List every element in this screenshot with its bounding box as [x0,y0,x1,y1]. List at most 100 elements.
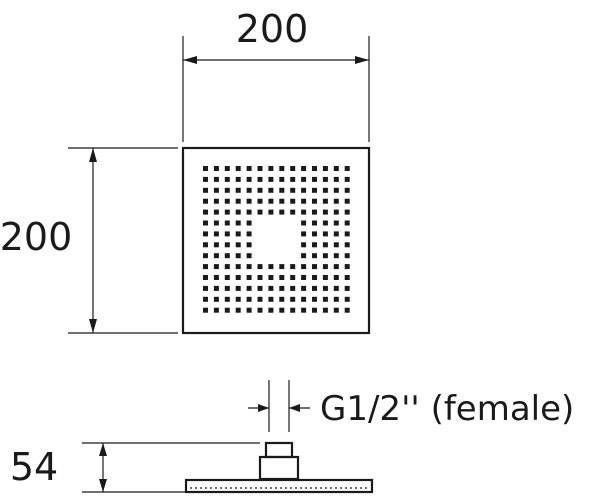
nozzle [235,176,241,182]
nozzle [224,176,230,182]
nozzle [246,285,252,291]
nozzle [344,231,350,237]
nozzle [213,209,219,215]
nozzle [246,231,252,237]
connection-arrow-left [258,404,269,412]
height-dimension-label: 200 [0,215,72,259]
nozzle [344,187,350,193]
nozzle [213,176,219,182]
nozzle [279,307,285,313]
nozzle [301,275,307,280]
nozzle [246,242,252,248]
nozzle [246,187,252,193]
nozzle [213,220,219,226]
nozzle [301,253,307,259]
nozzle [224,275,230,280]
nozzle [224,242,230,248]
nozzle [344,275,350,280]
nozzle [235,285,241,291]
nozzle [224,209,230,215]
nozzle [344,166,350,171]
nozzle [246,176,252,182]
nozzle [333,307,339,313]
nozzle [322,253,328,259]
nozzle [224,166,230,171]
nozzle [290,275,296,280]
shower-head-plate [184,478,374,494]
nozzle [344,220,350,226]
nozzle [344,242,350,248]
nozzle [279,264,285,270]
nozzle [333,220,339,226]
nozzle [224,231,230,237]
nozzle [246,264,252,270]
nozzle [333,285,339,291]
nozzle [301,187,307,193]
nozzle [312,187,317,193]
nozzle [203,220,208,226]
nozzle [312,176,317,182]
nozzle [268,176,274,182]
side-height-arrow-top [99,443,107,456]
nozzle [322,220,328,226]
nozzle [322,231,328,237]
nozzle [322,264,328,270]
nozzle [279,166,285,171]
nozzle [235,198,241,204]
nozzle [290,198,296,204]
nozzle [301,220,307,226]
nozzle [279,275,285,280]
nozzle [257,264,263,270]
nozzle [322,209,328,215]
nozzle [224,253,230,259]
nozzle [235,264,241,270]
nozzle [333,296,339,302]
nozzle [301,176,307,182]
nozzle [203,231,208,237]
nozzle [344,176,350,182]
nozzle [312,307,317,313]
nozzle [322,166,328,171]
nozzle [203,307,208,313]
nozzle [290,176,296,182]
nozzle [301,242,307,248]
nozzle [322,242,328,248]
nozzle [235,166,241,171]
nozzle [333,253,339,259]
nozzle [268,275,274,280]
nozzle [301,307,307,313]
nozzle [246,166,252,171]
nozzle [279,187,285,193]
nozzle [203,176,208,182]
nozzle [301,296,307,302]
nozzle [312,166,317,171]
nozzle [235,275,241,280]
nozzle [203,187,208,193]
nozzle [301,285,307,291]
nozzle [257,166,263,171]
nozzle [312,231,317,237]
nozzle [257,275,263,280]
height-arrow-bottom [89,319,97,333]
nozzle [224,307,230,313]
nozzle [203,253,208,259]
nozzle [279,198,285,204]
nozzle-grid [203,166,350,313]
nozzle [322,275,328,280]
swivel-body [258,455,300,481]
nozzle [213,253,219,259]
nozzle [290,264,296,270]
nozzle [290,285,296,291]
nozzle [312,285,317,291]
nozzle [268,285,274,291]
nozzle [290,296,296,302]
nozzle [213,285,219,291]
nozzle [312,296,317,302]
nozzle [333,176,339,182]
nozzle [224,187,230,193]
nozzle [235,296,241,302]
width-dimension-label: 200 [236,7,309,51]
nozzle [333,242,339,248]
nozzle [224,220,230,226]
nozzle [203,275,208,280]
